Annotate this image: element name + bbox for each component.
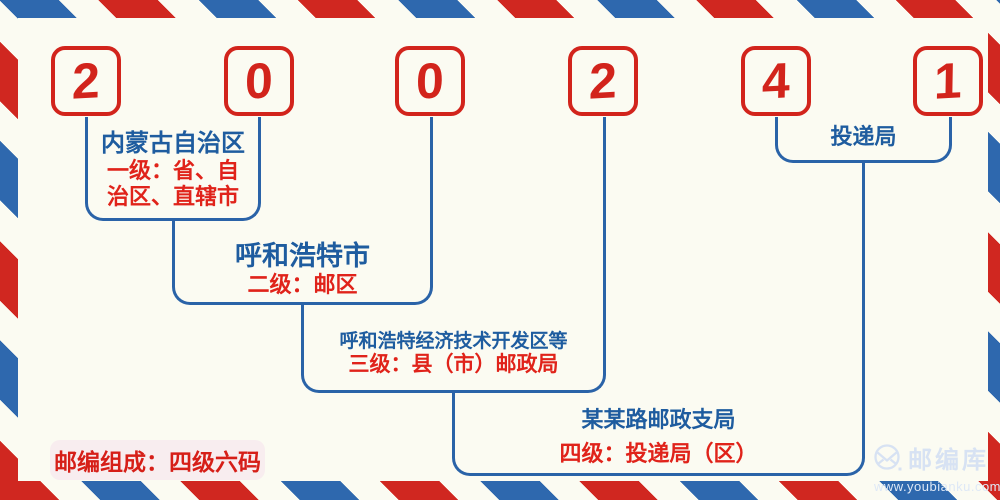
level1-desc-line2: 治区、直辖市 (106, 184, 239, 209)
level1-title: 内蒙古自治区 (101, 130, 245, 157)
watermark: 邮编库 www.youbianku.com (874, 440, 1000, 494)
annotation-level1: 内蒙古自治区 一级：省、自 治区、直辖市 (85, 129, 261, 210)
digit-1: 2 (71, 52, 101, 110)
bracket-level2 (172, 221, 433, 305)
connector-delivery (862, 163, 865, 398)
bracket-delivery (775, 117, 952, 163)
level4-title: 某某路邮政支局 (581, 407, 736, 432)
bracket-level1 (85, 117, 261, 221)
level3-title: 呼和浩特经济技术开发区等 (339, 331, 568, 352)
delivery-bureau-label: 投递局 (830, 124, 897, 149)
bracket-level3 (301, 305, 606, 393)
content-panel: 2 0 0 2 4 1 内蒙古自治区 一级：省、自 治区、直辖市 呼和浩特市 二… (18, 18, 1000, 494)
badge-text: 邮编组成：四级六码 (54, 449, 261, 475)
annotation-level2: 呼和浩特市 二级：邮区 (172, 241, 433, 298)
watermark-brand: 邮编库 (908, 447, 989, 474)
digit-4: 2 (588, 52, 618, 110)
level1-desc-line1: 一级：省、自 (106, 158, 239, 183)
digit-box-3: 0 (395, 46, 465, 116)
envelope-icon (874, 443, 902, 470)
level2-desc: 二级：邮区 (247, 272, 358, 297)
digit-6: 1 (933, 52, 963, 110)
digit-box-4: 2 (568, 46, 638, 116)
digit-box-1: 2 (51, 46, 121, 116)
watermark-url: www.youbianku.com (874, 479, 1000, 494)
level3-desc: 三级：县（市）邮政局 (348, 353, 559, 376)
level4-desc: 四级：投递局（区） (559, 441, 758, 466)
annotation-level4: 某某路邮政支局 四级：投递局（区） (452, 408, 865, 466)
connector-digit4 (603, 117, 606, 312)
digit-box-5: 4 (741, 46, 811, 116)
level2-title: 呼和浩特市 (235, 241, 370, 271)
digit-2: 0 (244, 52, 274, 110)
annotation-delivery-bureau: 投递局 (775, 124, 952, 150)
postal-code-composition-badge: 邮编组成：四级六码 (50, 440, 265, 480)
connector-digit3 (430, 117, 433, 228)
bracket-level4 (452, 393, 865, 476)
digit-box-2: 0 (224, 46, 294, 116)
digit-5: 4 (761, 52, 791, 110)
digit-3: 0 (415, 52, 445, 110)
annotation-level3: 呼和浩特经济技术开发区等 三级：县（市）邮政局 (301, 331, 606, 377)
digit-box-6: 1 (913, 46, 983, 116)
